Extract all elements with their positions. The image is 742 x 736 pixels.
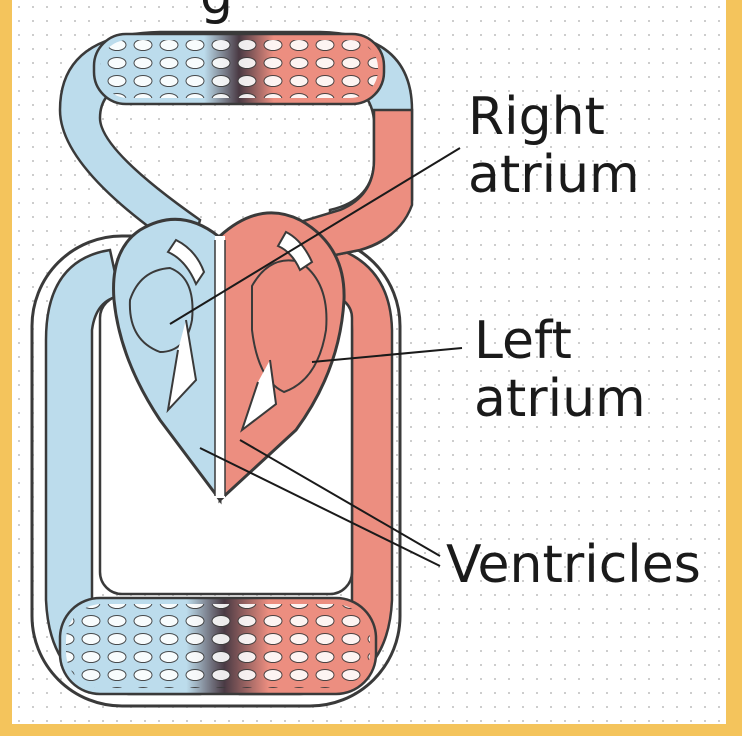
label-left-atrium: Left atrium — [474, 312, 646, 428]
label-left-atrium-line2: atrium — [474, 370, 646, 428]
label-ventricles: Ventricles — [446, 536, 701, 594]
label-right-atrium-line1: Right — [468, 88, 640, 146]
label-right-atrium: Right atrium — [468, 88, 640, 204]
label-right-atrium-line2: atrium — [468, 146, 640, 204]
label-left-atrium-line1: Left — [474, 312, 646, 370]
